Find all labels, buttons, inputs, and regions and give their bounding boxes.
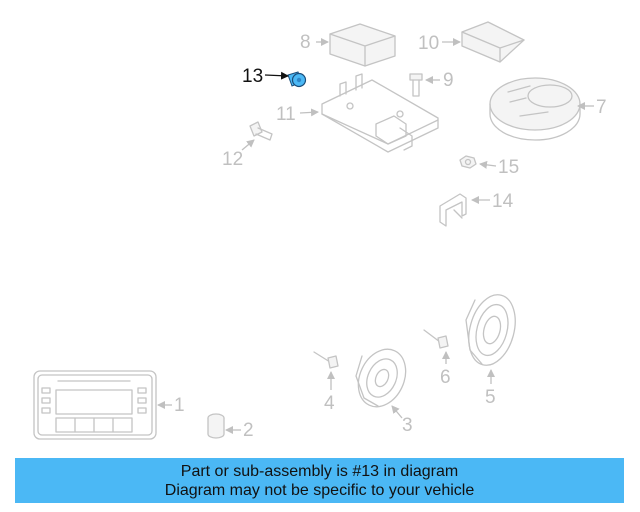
part-12-bolt	[249, 121, 273, 141]
callout-3[interactable]: 3	[391, 405, 413, 436]
part-15-nut	[459, 155, 477, 169]
callout-4-number: 4	[324, 393, 335, 414]
part-9-bolt	[409, 73, 423, 97]
callout-1[interactable]: 1	[157, 395, 185, 416]
callout-12-number: 12	[222, 149, 243, 170]
callout-9-number: 9	[443, 70, 454, 91]
callout-4[interactable]: 4	[324, 371, 335, 414]
part-14-bracket	[439, 193, 467, 227]
part-8-module	[329, 23, 396, 67]
callout-2-number: 2	[243, 420, 254, 441]
part-5-speaker	[465, 294, 516, 366]
callout-5-number: 5	[485, 387, 496, 408]
parts-diagram: 8 10 13 9 11	[33, 21, 607, 441]
callout-15[interactable]: 15	[479, 157, 519, 178]
part-2-bushing	[207, 413, 225, 439]
callout-13[interactable]: 13	[242, 66, 289, 87]
callout-14-number: 14	[492, 191, 514, 212]
part-13-screw[interactable]	[287, 71, 307, 88]
part-3-speaker	[355, 348, 407, 408]
callout-3-number: 3	[402, 415, 413, 436]
callout-9[interactable]: 9	[425, 70, 454, 91]
callout-7[interactable]: 7	[577, 97, 607, 118]
callout-5[interactable]: 5	[485, 369, 496, 408]
callout-15-number: 15	[498, 157, 519, 178]
callout-7-number: 7	[596, 97, 607, 118]
callout-10-number: 10	[418, 33, 439, 54]
callout-12[interactable]: 12	[222, 139, 255, 170]
callout-8[interactable]: 8	[300, 32, 329, 53]
part-4-bolt	[313, 351, 339, 369]
callout-14[interactable]: 14	[471, 191, 514, 212]
banner-line-2: Diagram may not be specific to your vehi…	[164, 482, 475, 499]
part-6-bolt	[423, 329, 449, 349]
part-1-radio-head-unit	[33, 370, 157, 440]
callout-11-number: 11	[276, 104, 296, 125]
callout-8-number: 8	[300, 32, 311, 53]
info-banner: Part or sub-assembly is #13 in diagram D…	[15, 458, 624, 503]
callout-6-number: 6	[440, 367, 451, 388]
part-10-module	[461, 21, 525, 63]
callout-11[interactable]: 11	[276, 104, 319, 125]
callout-13-number: 13	[242, 66, 263, 87]
part-11-mounting-bracket	[321, 73, 439, 153]
callout-1-number: 1	[174, 395, 185, 416]
part-7-subwoofer	[489, 77, 581, 141]
callout-10[interactable]: 10	[418, 33, 461, 54]
callout-2[interactable]: 2	[225, 420, 254, 441]
banner-line-1: Part or sub-assembly is #13 in diagram	[180, 463, 459, 480]
callout-6[interactable]: 6	[440, 351, 451, 388]
